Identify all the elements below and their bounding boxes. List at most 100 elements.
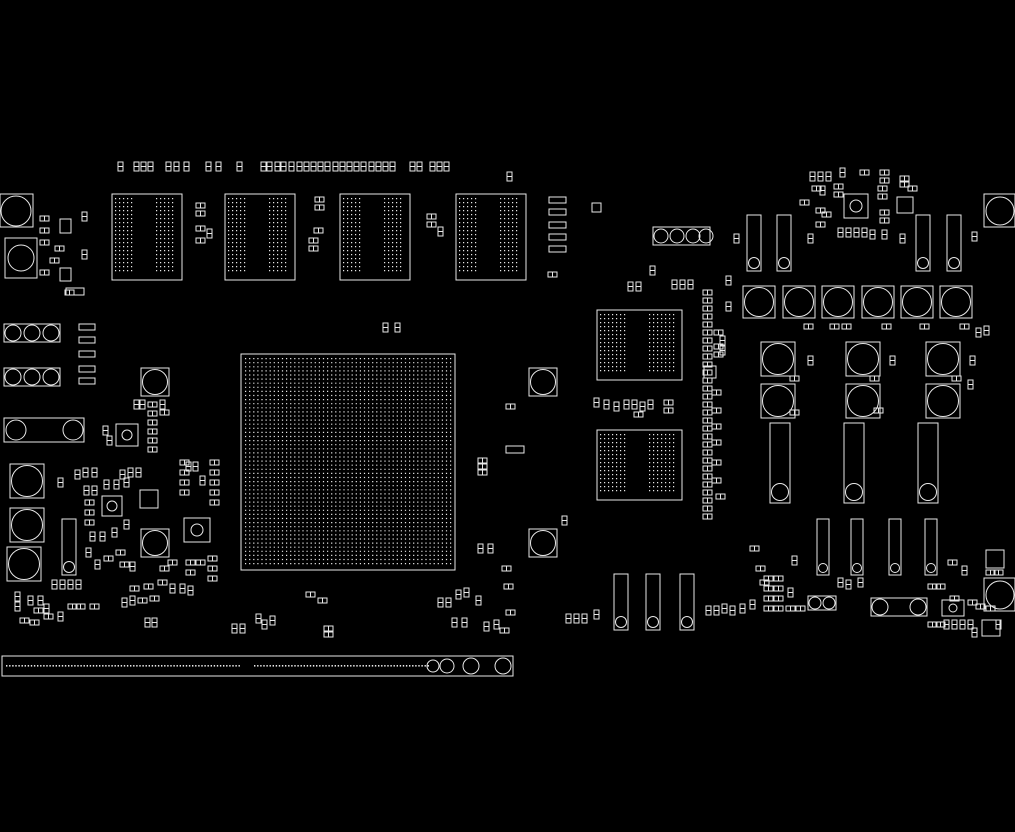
power-section-passive [734, 234, 739, 243]
top-row-passive [507, 172, 512, 181]
cluster-passive [76, 580, 81, 589]
vertical-passive-strip [703, 306, 712, 311]
bottom-passive [478, 544, 483, 553]
mounting-square [0, 194, 33, 227]
vertical-passive-strip [703, 354, 712, 359]
cluster-passive [85, 510, 94, 515]
mounting-square [984, 578, 1015, 611]
right-chip-passive [712, 424, 721, 429]
power-section-passive [764, 596, 773, 601]
power-section-passive [972, 232, 977, 241]
right-chip-passive [628, 282, 633, 291]
top-row-passive [275, 162, 280, 171]
header-pin [5, 325, 21, 341]
resistor-pack [79, 337, 95, 343]
memory-chip-2 [225, 194, 295, 280]
inter-chip-passive [314, 228, 323, 233]
right-chip-passive [714, 330, 723, 335]
right-chip-passive [648, 400, 653, 409]
cluster-passive [186, 462, 191, 471]
power-section-passive [808, 356, 813, 365]
header-block [4, 368, 60, 386]
capacitor-can [749, 258, 760, 269]
inductor-outline [926, 384, 960, 418]
header-pin [699, 229, 713, 243]
right-chip-passive [712, 408, 721, 413]
inductor-coil [903, 288, 932, 317]
right-chip-passive [636, 282, 641, 291]
power-section-passive [750, 546, 759, 551]
tall-capacitor [747, 215, 761, 271]
right-chip-passive [632, 400, 637, 409]
vertical-passive-strip [703, 434, 712, 439]
ic-pin1-mark [122, 430, 132, 440]
right-chip-passive [664, 400, 673, 405]
capacitor-outline [680, 574, 694, 630]
top-row-passive [354, 162, 359, 171]
capacitor-outline [844, 423, 864, 503]
cluster-passive [20, 618, 29, 623]
memory-chip-4 [456, 194, 526, 280]
power-section-passive [834, 192, 843, 197]
vertical-passive-strip [703, 442, 712, 447]
cluster-passive [148, 447, 157, 452]
cluster-passive [90, 604, 99, 609]
capacitor-outline [918, 423, 938, 503]
power-section-passive [870, 376, 879, 381]
capacitor-outline [851, 519, 863, 575]
top-row-passive [261, 162, 266, 171]
power-section-passive [952, 376, 961, 381]
power-section-passive [976, 328, 981, 337]
cluster-passive [210, 460, 219, 465]
resistor-pack [79, 378, 95, 384]
top-row-passive [333, 162, 338, 171]
inter-chip-passive [427, 222, 436, 227]
right-chip-passive [688, 280, 693, 289]
mounting-square [984, 194, 1015, 227]
inductor-coil [942, 288, 971, 317]
power-section-passive [986, 606, 995, 611]
cluster-passive [170, 584, 175, 593]
vertical-passive-strip [703, 498, 712, 503]
cluster-passive [232, 624, 237, 633]
inter-chip-passive [207, 229, 212, 238]
inductor-outline [846, 384, 880, 418]
cluster-passive [160, 566, 169, 571]
top-row-passive [340, 162, 345, 171]
inductor-coil [824, 288, 853, 317]
power-section-passive [764, 586, 773, 591]
power-section-passive [870, 230, 875, 239]
pad-dots [156, 198, 174, 272]
left-edge-passive [82, 212, 87, 221]
cluster-passive [148, 411, 157, 416]
power-section-passive [968, 380, 973, 389]
capacitor-outline [889, 519, 901, 575]
power-section-passive [582, 614, 587, 623]
top-row-passive [141, 162, 146, 171]
component-outline-layer [0, 162, 1015, 676]
edge-pins [6, 665, 429, 667]
power-section-passive [774, 586, 783, 591]
vertical-passive-strip [703, 482, 712, 487]
inductor-outline [141, 529, 169, 557]
top-row-passive [430, 162, 435, 171]
left-edge-passive [55, 246, 64, 251]
ball-grid-left [343, 198, 361, 272]
resistor-pack [549, 197, 566, 203]
power-section-passive [860, 170, 869, 175]
cluster-passive [128, 468, 133, 477]
header-pin [823, 597, 835, 609]
power-section-passive [970, 356, 975, 365]
inductor-outline [901, 286, 933, 318]
bottom-passive [500, 628, 509, 633]
bottom-passive [318, 598, 327, 603]
right-chip-passive [680, 280, 685, 289]
cluster-passive [160, 400, 165, 409]
inductor-outline [846, 342, 880, 376]
inter-chip-passive [427, 214, 436, 219]
right-chip-passive [640, 402, 645, 411]
power-section-passive [834, 184, 843, 189]
top-row-passive [444, 162, 449, 171]
bottom-passive [484, 622, 489, 631]
inter-chip-passive [196, 226, 205, 231]
